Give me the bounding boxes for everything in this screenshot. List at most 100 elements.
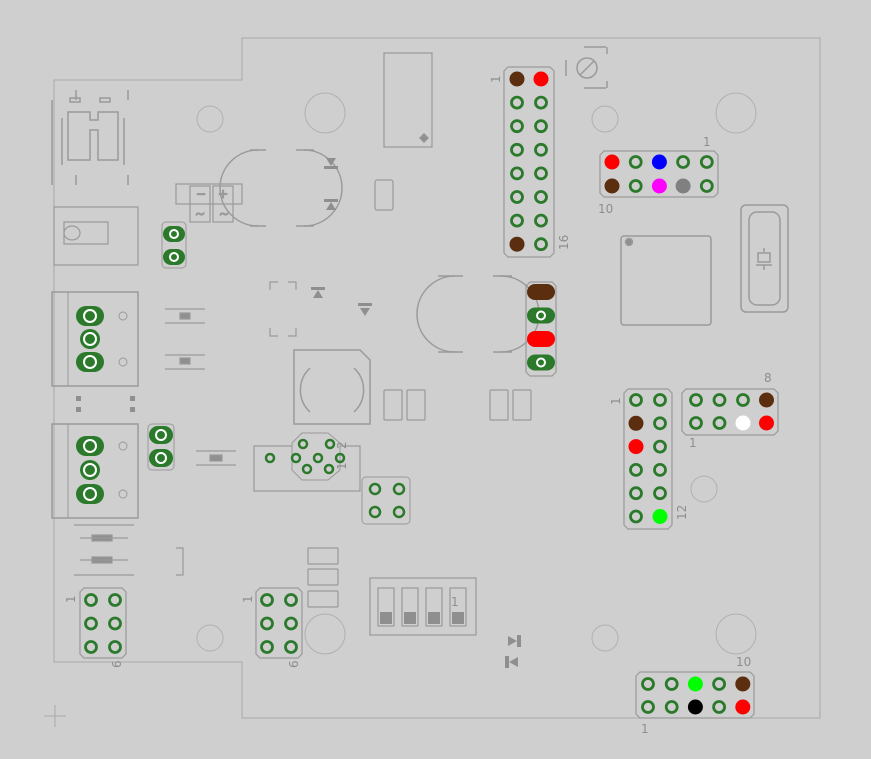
j10-pin (699, 179, 714, 193)
j10-pin (604, 178, 620, 194)
ic-top (374, 52, 433, 211)
j12-pin (629, 486, 643, 501)
dip-pin1-label: 1 (451, 595, 459, 609)
j16-pin (534, 119, 548, 134)
j12-pin (628, 439, 644, 455)
j12-pin (653, 462, 667, 477)
jl6-pin1-label: 1 (64, 595, 78, 603)
mounting-holes (196, 92, 757, 655)
j16-pin (510, 119, 524, 134)
j10-pin1-label: 1 (703, 135, 711, 149)
j16-pin (510, 166, 524, 181)
jbot-pin (641, 700, 655, 714)
usb-connector (51, 90, 129, 185)
j10-pin (676, 155, 690, 169)
svg-text:~: ~ (195, 207, 205, 221)
jl6-pin (84, 616, 98, 631)
j16-pin (534, 237, 548, 252)
jmid4-pin (527, 331, 555, 347)
j8-pin1-label: 1 (689, 436, 697, 450)
jbot-pin (735, 699, 751, 715)
jumper-2pin-a (161, 221, 187, 269)
regulator-outline (269, 281, 297, 337)
jumper-2pin-b (147, 423, 175, 471)
j12-pin (629, 509, 643, 524)
j8-pin8-label: 8 (764, 371, 772, 385)
screw-terminal-2 (51, 423, 139, 519)
jmid4-pin-ring (536, 310, 546, 321)
jl6-pin (108, 593, 122, 607)
j10-pin (628, 179, 643, 193)
jbot-pin (641, 677, 655, 691)
jm6-pin (260, 616, 274, 631)
header-outlines (79, 66, 779, 719)
j8-pin (735, 415, 751, 431)
j8-pin (759, 392, 774, 408)
smd-pairs (307, 389, 532, 608)
jmid4-pin (527, 354, 555, 371)
potentiometer: 1 2 (253, 432, 361, 492)
jl6-pin (84, 640, 98, 654)
j10-pin (604, 154, 620, 170)
j10-pin (628, 155, 643, 169)
j10-pin (651, 178, 667, 194)
j10-pin10-label: 10 (598, 202, 613, 216)
dip-switch: 1 (369, 577, 477, 636)
j12-pin (653, 393, 667, 407)
j12-pin (653, 439, 667, 454)
jm6-pin6-label: 6 (287, 660, 301, 668)
screw-terminal-1 (51, 291, 139, 387)
jm6-pin (284, 640, 298, 654)
j10-pin (651, 154, 667, 170)
capacitor-3 (293, 349, 371, 425)
capacitor-1 (219, 149, 343, 227)
header-2x2 (361, 476, 411, 525)
jbot-pin10-label: 10 (736, 655, 751, 669)
j12-pin (653, 486, 667, 501)
j16-pin16-label: 16 (557, 235, 571, 250)
jbot-pin (687, 699, 703, 715)
svg-text:−: − (196, 187, 206, 201)
jbot-pin (687, 676, 703, 692)
j16-pin (509, 236, 525, 252)
j16-pin (534, 142, 548, 157)
j8-pin (689, 416, 703, 430)
board-outline (53, 37, 821, 719)
pot-pin1-label: 1 (335, 462, 349, 470)
microcontroller (620, 235, 712, 326)
j12-pin1-label: 1 (609, 397, 623, 405)
j12-pin (629, 393, 643, 407)
svg-text:+: + (218, 187, 228, 201)
j16-pin1-label: 1 (489, 75, 503, 83)
diode-lower-left (74, 524, 184, 576)
j16-pin (534, 166, 548, 181)
jbot-pin1-label: 1 (641, 722, 649, 736)
jm6-pin (260, 640, 274, 654)
j16-pin (510, 190, 524, 204)
j12-pin (653, 416, 667, 431)
jbot-pin (664, 700, 679, 714)
j16-pin (510, 213, 524, 228)
j8-pin (712, 393, 727, 407)
jmid4-pin (527, 307, 555, 324)
jm6-pin (284, 593, 298, 607)
power-jack (53, 206, 139, 266)
jl6-pin (108, 616, 122, 631)
j12-pin (628, 415, 644, 431)
j16-pin (509, 71, 525, 87)
jmid4-pin-ring (536, 357, 546, 368)
jl6-pin6-label: 6 (110, 660, 124, 668)
j8-pin (759, 415, 774, 431)
smd-resistors (165, 308, 236, 466)
crystal (740, 204, 789, 313)
origin-marker (44, 705, 66, 727)
j12-pin (629, 462, 643, 477)
jm6-pin (260, 593, 274, 607)
j16-pin (533, 71, 549, 87)
j12-pin (652, 509, 668, 524)
fiducial-marks (76, 396, 135, 412)
j16-pin (534, 190, 548, 204)
j16-pin (534, 213, 548, 228)
jbot-pin (712, 677, 726, 691)
header-pins (84, 71, 774, 715)
